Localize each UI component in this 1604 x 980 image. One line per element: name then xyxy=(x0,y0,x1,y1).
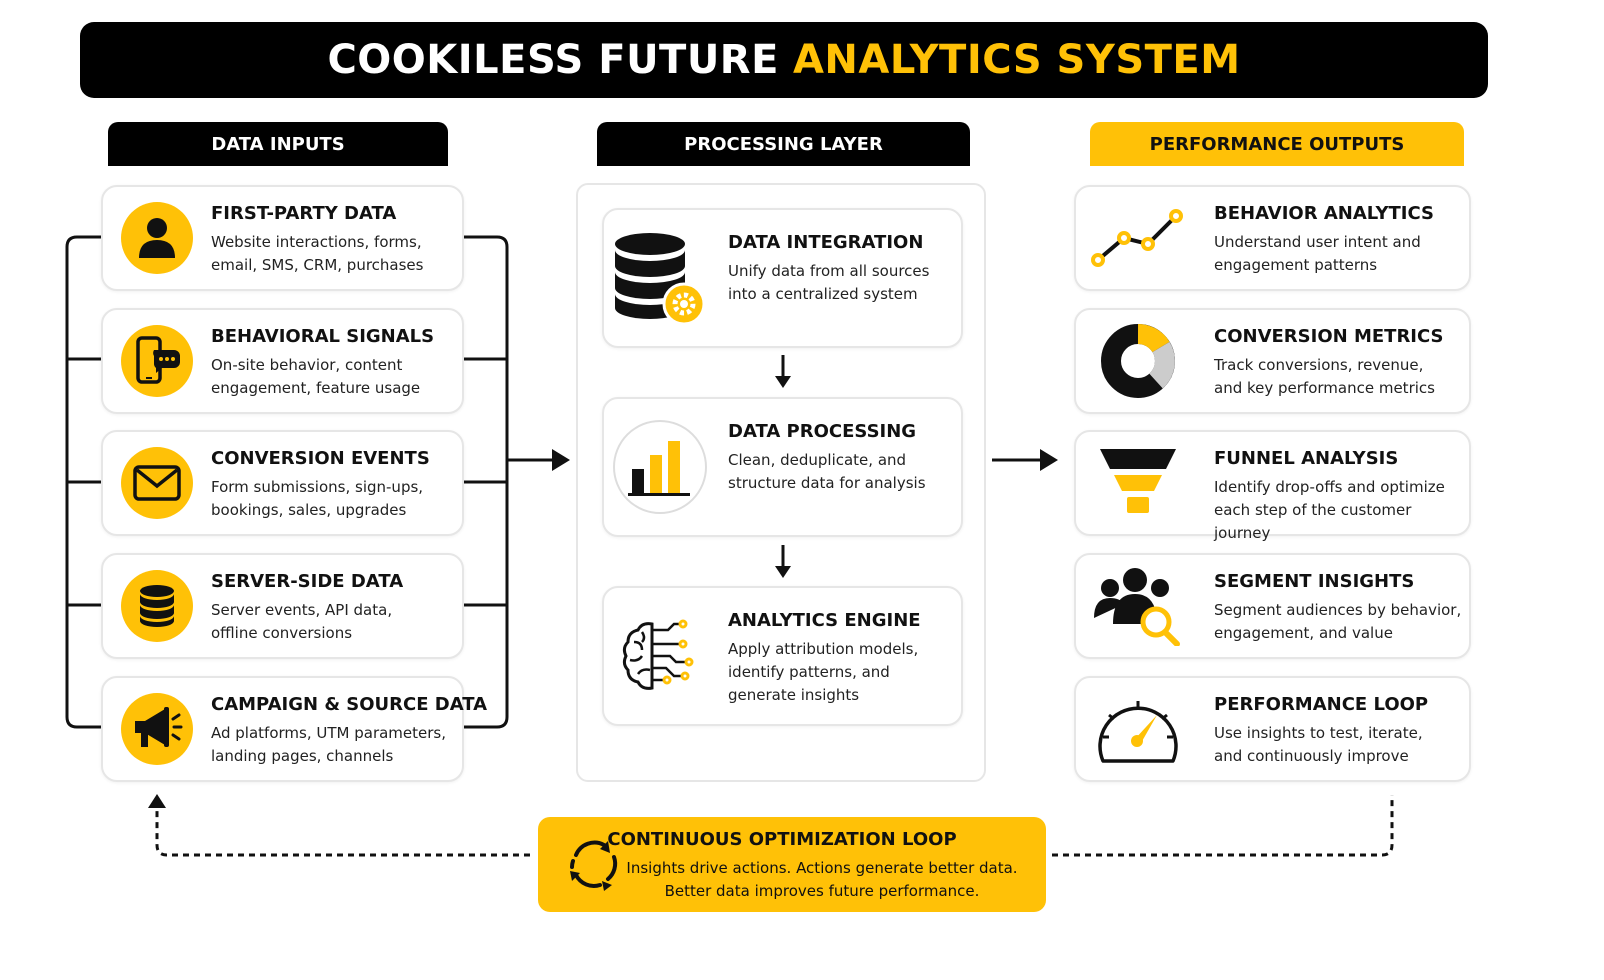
description-line: and continuously improve xyxy=(1214,747,1409,765)
title-part2: ANALYTICS SYSTEM xyxy=(792,37,1241,83)
card-description: Segment audiences by behavior, engagement… xyxy=(1214,599,1461,645)
user-icon xyxy=(121,202,193,274)
card-description: Use insights to test, iterate, and contin… xyxy=(1214,722,1423,768)
envelope-icon xyxy=(121,447,193,519)
description-line: engagement, and value xyxy=(1214,624,1393,642)
loop-desc-line: Insights drive actions. Actions generate… xyxy=(626,859,1018,877)
card-title: SEGMENT INSIGHTS xyxy=(1214,571,1415,592)
inputs-card-conversion-events: CONVERSION EVENTS Form submissions, sign-… xyxy=(101,430,464,536)
column-header-outputs: PERFORMANCE OUTPUTS xyxy=(1090,122,1464,166)
card-title: DATA INTEGRATION xyxy=(728,232,924,253)
card-title: PERFORMANCE LOOP xyxy=(1214,694,1429,715)
description-line: On-site behavior, content xyxy=(211,356,403,374)
inputs-card-behavioral-signals: BEHAVIORAL SIGNALS On-site behavior, cont… xyxy=(101,308,464,414)
description-line: landing pages, channels xyxy=(211,747,394,765)
database-icon xyxy=(121,570,193,642)
donut-chart-icon xyxy=(1088,310,1188,412)
card-title: BEHAVIORAL SIGNALS xyxy=(211,326,435,347)
column-header-processing: PROCESSING LAYER xyxy=(597,122,970,166)
description-line: and key performance metrics xyxy=(1214,379,1435,397)
gauge-icon xyxy=(1088,678,1188,780)
description-line: engagement patterns xyxy=(1214,256,1378,274)
description-line: Unify data from all sources xyxy=(728,262,930,280)
description-line: each step of the customer journey xyxy=(1214,501,1412,542)
description-line: offline conversions xyxy=(211,624,353,642)
description-line: engagement, feature usage xyxy=(211,379,421,397)
description-line: Server events, API data, xyxy=(211,601,393,619)
description-line: Identify drop-offs and optimize xyxy=(1214,478,1445,496)
description-line: Clean, deduplicate, and xyxy=(728,451,907,469)
description-line: structure data for analysis xyxy=(728,474,926,492)
description-line: Website interactions, forms, xyxy=(211,233,422,251)
description-line: email, SMS, CRM, purchases xyxy=(211,256,424,274)
loop-desc: Insights drive actions. Actions generate… xyxy=(608,857,1036,903)
description-line: identify patterns, and xyxy=(728,663,890,681)
funnel-icon xyxy=(1088,432,1188,534)
line-chart-icon xyxy=(1088,187,1188,289)
outputs-card-conversion-metrics: CONVERSION METRICS Track conversions, rev… xyxy=(1074,308,1471,414)
users-search-icon xyxy=(1088,555,1188,657)
card-description: Understand user intent and engagement pat… xyxy=(1214,231,1421,277)
card-title: FIRST-PARTY DATA xyxy=(211,203,397,224)
description-line: Form submissions, sign-ups, xyxy=(211,478,424,496)
database-gear-icon xyxy=(610,210,710,346)
phone-chat-icon xyxy=(121,325,193,397)
outputs-card-funnel-analysis: FUNNEL ANALYSIS Identify drop-offs and op… xyxy=(1074,430,1471,542)
description-line: Segment audiences by behavior, xyxy=(1214,601,1462,619)
card-description: Apply attribution models, identify patter… xyxy=(728,638,918,707)
brain-circuit-icon xyxy=(610,588,710,724)
card-title: BEHAVIOR ANALYTICS xyxy=(1214,203,1434,224)
page-title: COOKILESS FUTURE ANALYTICS SYSTEM xyxy=(80,22,1488,98)
description-line: Understand user intent and xyxy=(1214,233,1421,251)
outputs-card-behavior-analytics: BEHAVIOR ANALYTICS Understand user intent… xyxy=(1074,185,1471,291)
processing-card-data-integration: DATA INTEGRATION Unify data from all sour… xyxy=(602,208,963,348)
description-line: Apply attribution models, xyxy=(728,640,919,658)
description-line: generate insights xyxy=(728,686,860,704)
card-description: Server events, API data, offline conversi… xyxy=(211,599,392,645)
outputs-card-segment-insights: SEGMENT INSIGHTS Segment audiences by beh… xyxy=(1074,553,1471,659)
loop-left-dashed xyxy=(155,808,530,857)
description-line: Ad platforms, UTM parameters, xyxy=(211,724,446,742)
loop-right-dashed xyxy=(1052,795,1394,857)
outputs-card-performance-loop: PERFORMANCE LOOP Use insights to test, it… xyxy=(1074,676,1471,782)
card-title: ANALYTICS ENGINE xyxy=(728,610,921,631)
card-description: Form submissions, sign-ups, bookings, sal… xyxy=(211,476,423,522)
card-title: CONVERSION EVENTS xyxy=(211,448,430,469)
card-title: CAMPAIGN & SOURCE DATA xyxy=(211,694,488,715)
description-line: into a centralized system xyxy=(728,285,918,303)
title-part1: COOKILESS FUTURE xyxy=(327,37,779,83)
inputs-card-first-party-data: FIRST-PARTY DATA Website interactions, fo… xyxy=(101,185,464,291)
processing-panel xyxy=(576,183,986,782)
card-title: FUNNEL ANALYSIS xyxy=(1214,448,1399,469)
bar-chart-icon xyxy=(610,399,710,535)
description-line: bookings, sales, upgrades xyxy=(211,501,407,519)
card-description: Track conversions, revenue, and key perfo… xyxy=(1214,354,1435,400)
inputs-card-server-side-data: SERVER-SIDE DATA Server events, API data,… xyxy=(101,553,464,659)
description-line: Track conversions, revenue, xyxy=(1214,356,1424,374)
inputs-card-campaign-source-data: CAMPAIGN & SOURCE DATA Ad platforms, UTM … xyxy=(101,676,487,782)
refresh-cycle-icon xyxy=(570,840,618,891)
optimization-loop-box: CONTINUOUS OPTIMIZATION LOOP Insights dr… xyxy=(538,817,1046,912)
card-title: DATA PROCESSING xyxy=(728,421,917,442)
loop-title: CONTINUOUS OPTIMIZATION LOOP xyxy=(607,829,957,850)
processing-card-data-processing: DATA PROCESSING Clean, deduplicate, and st… xyxy=(602,397,963,537)
column-header-inputs: DATA INPUTS xyxy=(108,122,448,166)
card-description: Clean, deduplicate, and structure data fo… xyxy=(728,449,926,495)
card-description: Website interactions, forms, email, SMS, … xyxy=(211,231,423,277)
card-description: On-site behavior, content engagement, fea… xyxy=(211,354,420,400)
card-description: Unify data from all sources into a centra… xyxy=(728,260,929,306)
card-title: SERVER-SIDE DATA xyxy=(211,571,404,592)
loop-desc-line: Better data improves future performance. xyxy=(664,882,980,900)
processing-card-analytics-engine: ANALYTICS ENGINE Apply attribution models… xyxy=(602,586,963,726)
card-title: CONVERSION METRICS xyxy=(1214,326,1444,347)
card-description: Identify drop-offs and optimize each step… xyxy=(1214,476,1469,545)
megaphone-icon xyxy=(121,693,193,765)
description-line: Use insights to test, iterate, xyxy=(1214,724,1423,742)
card-description: Ad platforms, UTM parameters, landing pag… xyxy=(211,722,446,768)
